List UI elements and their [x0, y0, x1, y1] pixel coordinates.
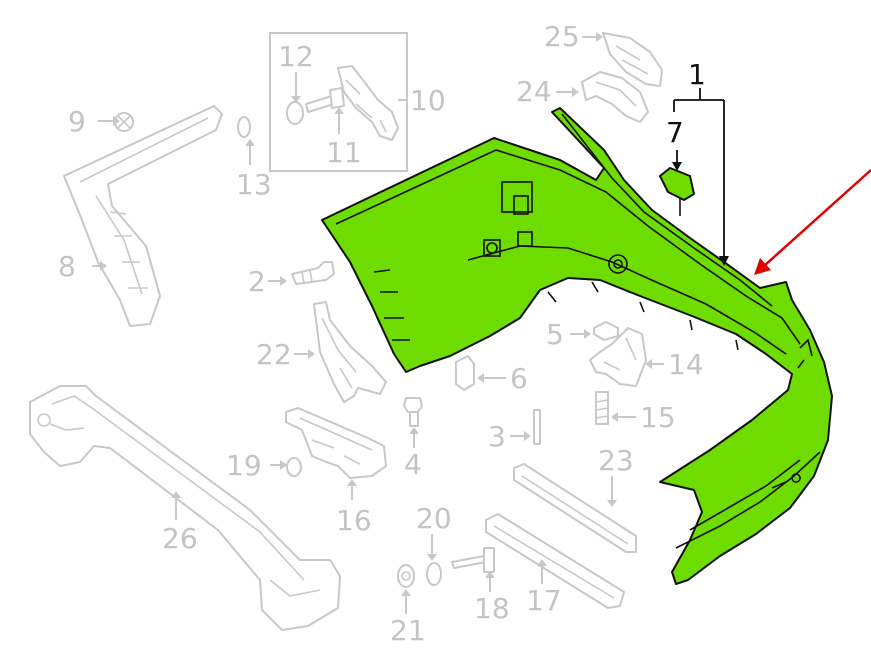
- callout-19: 19: [226, 449, 262, 482]
- callout-25: 25: [544, 20, 580, 53]
- callout-21: 21: [390, 614, 426, 647]
- part-25-cover[interactable]: [602, 32, 663, 87]
- part-group-box: [269, 32, 408, 172]
- part-4-screw[interactable]: [403, 397, 423, 427]
- leader-lines-dark: [672, 88, 729, 266]
- part-7-tow-hook-cover[interactable]: [659, 167, 695, 216]
- callout-15: 15: [640, 401, 676, 434]
- part-20-washer[interactable]: [426, 562, 442, 586]
- red-pointer-arrow: [754, 169, 871, 275]
- callout-20: 20: [416, 502, 452, 535]
- callout-22: 22: [256, 338, 292, 371]
- part-17-reflector[interactable]: [485, 513, 625, 609]
- part-23-reflector[interactable]: [513, 463, 637, 553]
- callout-1: 1: [688, 58, 706, 91]
- part-16-bracket[interactable]: [285, 407, 387, 479]
- part-3-pin[interactable]: [533, 409, 541, 445]
- callout-10: 10: [410, 84, 446, 117]
- part-14-bracket[interactable]: [589, 327, 647, 387]
- callout-5: 5: [546, 318, 564, 351]
- callout-2: 2: [248, 265, 266, 298]
- callout-8: 8: [58, 250, 76, 283]
- callout-24: 24: [516, 75, 552, 108]
- leader-lines: [92, 32, 664, 614]
- part-21-nut[interactable]: [397, 564, 415, 588]
- callout-16: 16: [336, 504, 372, 537]
- bumper-main-shell[interactable]: [321, 107, 833, 585]
- part-19-washer[interactable]: [286, 457, 302, 477]
- part-24-cover[interactable]: [581, 71, 649, 123]
- part-2-push-clip[interactable]: [291, 261, 335, 285]
- callout-26: 26: [162, 522, 198, 555]
- callout-23: 23: [598, 444, 634, 477]
- callout-18: 18: [474, 592, 510, 625]
- part-11-bolt[interactable]: [305, 87, 345, 113]
- callout-7: 7: [666, 116, 684, 149]
- callout-labels: 1 7 25 24 12 10 11 9 13 8 2 22 6 5 14 15…: [58, 20, 706, 647]
- callout-14: 14: [668, 348, 704, 381]
- part-5-nut[interactable]: [593, 321, 619, 341]
- callout-13: 13: [236, 168, 272, 201]
- part-13-washer[interactable]: [237, 116, 251, 138]
- part-15-bolt[interactable]: [595, 391, 609, 425]
- callout-6: 6: [510, 362, 528, 395]
- callout-3: 3: [488, 420, 506, 453]
- part-6-block[interactable]: [455, 355, 475, 391]
- callout-4: 4: [404, 448, 422, 481]
- part-10-bracket[interactable]: [337, 65, 399, 141]
- callout-17: 17: [526, 584, 562, 617]
- part-8-bracket[interactable]: [63, 105, 223, 327]
- part-18-bolt[interactable]: [451, 547, 495, 573]
- part-1-rear-bumper-cover[interactable]: [321, 107, 833, 585]
- part-22-bracket[interactable]: [313, 301, 387, 403]
- part-12-washer[interactable]: [286, 101, 304, 125]
- callout-9: 9: [68, 105, 86, 138]
- callout-11: 11: [326, 136, 362, 169]
- part-26-impact-beam[interactable]: [29, 385, 341, 631]
- callout-12: 12: [278, 40, 314, 73]
